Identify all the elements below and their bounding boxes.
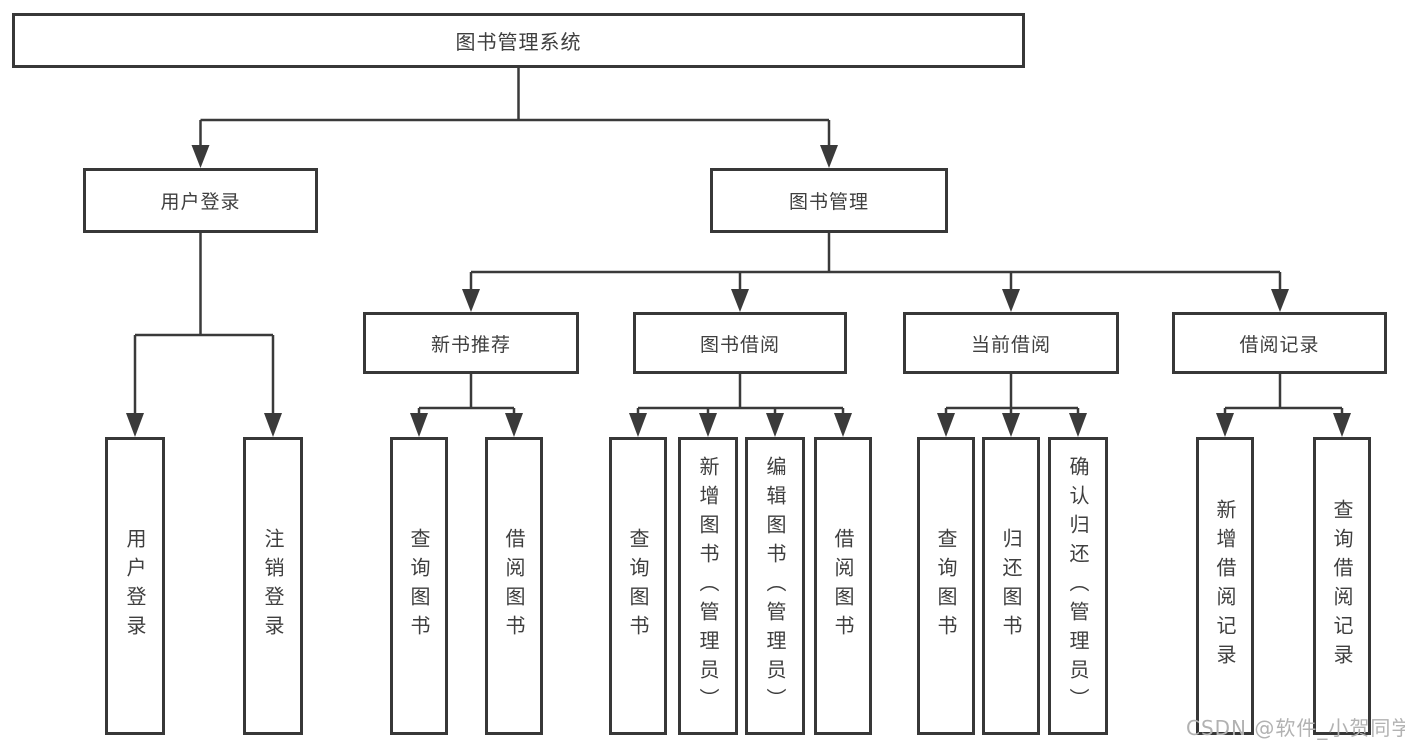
- node-label: 当前借阅: [970, 333, 1051, 356]
- watermark: CSDN @软件_小贺同学: [1186, 716, 1405, 740]
- node-borrow-records: 借阅记录: [1172, 312, 1387, 374]
- node-label: 借阅记录: [1239, 333, 1320, 356]
- node-leaf-logout: 注销登录: [243, 437, 303, 735]
- connector-borrow-records: [1216, 374, 1351, 437]
- node-leaf-user-login: 用户登录: [105, 437, 165, 735]
- node-label: 确认归还（管理员）: [1066, 455, 1090, 717]
- node-label: 借阅图书: [502, 528, 526, 644]
- node-label: 编辑图书（管理员）: [763, 455, 787, 717]
- node-user-login: 用户登录: [83, 168, 318, 233]
- node-book-borrow: 图书借阅: [633, 312, 847, 374]
- node-label: 注销登录: [261, 528, 285, 644]
- node-new-book-recommend: 新书推荐: [363, 312, 579, 374]
- node-label: 新增图书（管理员）: [696, 455, 720, 717]
- connector-book-borrow: [629, 374, 852, 437]
- node-leaf-query-books-borrow: 查询图书: [609, 437, 667, 735]
- node-label: 查询图书: [934, 528, 958, 644]
- connector-new-book-recommend: [410, 374, 523, 437]
- node-label: 图书借阅: [699, 333, 780, 356]
- node-label: 归还图书: [999, 528, 1023, 644]
- node-current-borrow: 当前借阅: [903, 312, 1119, 374]
- node-leaf-query-books-current: 查询图书: [917, 437, 975, 735]
- node-leaf-confirm-return-admin: 确认归还（管理员）: [1048, 437, 1108, 735]
- node-leaf-borrow-books-recommend: 借阅图书: [485, 437, 543, 735]
- connector-book-management: [462, 233, 1289, 312]
- node-label: 图书管理: [788, 191, 869, 213]
- node-label: 查询图书: [407, 528, 431, 644]
- node-label: 用户登录: [160, 191, 241, 213]
- node-label: 新书推荐: [430, 333, 511, 356]
- node-leaf-query-borrow-record: 查询借阅记录: [1313, 437, 1371, 735]
- node-label: 用户登录: [123, 528, 147, 644]
- node-leaf-add-borrow-record: 新增借阅记录: [1196, 437, 1254, 735]
- node-label: 借阅图书: [831, 528, 855, 644]
- node-book-management: 图书管理: [710, 168, 948, 233]
- node-label: 查询图书: [626, 528, 650, 644]
- connector-root-to-level2: [191, 68, 838, 168]
- node-label: 图书管理系统: [455, 30, 582, 54]
- node-leaf-borrow-books: 借阅图书: [814, 437, 872, 735]
- connector-current-borrow: [937, 374, 1087, 437]
- node-leaf-add-books-admin: 新增图书（管理员）: [678, 437, 738, 735]
- node-leaf-return-books: 归还图书: [982, 437, 1040, 735]
- node-library-management-system: 图书管理系统: [12, 13, 1025, 68]
- node-leaf-query-books-recommend: 查询图书: [390, 437, 448, 735]
- node-leaf-edit-books-admin: 编辑图书（管理员）: [745, 437, 805, 735]
- node-label: 新增借阅记录: [1213, 499, 1237, 673]
- node-label: 查询借阅记录: [1330, 499, 1354, 673]
- connector-user-login: [126, 233, 282, 437]
